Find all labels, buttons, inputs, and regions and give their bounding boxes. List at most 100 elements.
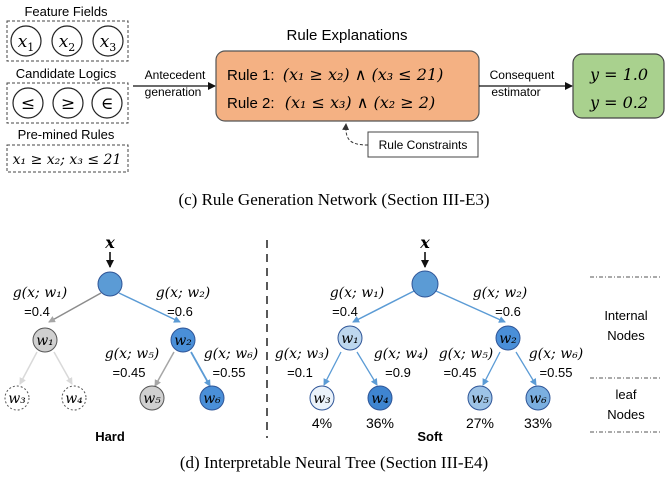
soft-node-w3: w₃ [309, 385, 335, 411]
svg-text:∈: ∈ [101, 94, 114, 114]
hard-edge-root-w2 [118, 292, 181, 323]
soft-gate-w4-value: =0.9 [385, 365, 411, 380]
soft-tree: x w₁ w₂ w₃ w₄ [275, 233, 584, 444]
soft-node-w6: w₆ [525, 385, 551, 411]
hard-node-w5: w₅ [139, 385, 165, 411]
logic-node-ge: ≥ [52, 87, 84, 119]
rule-explanations-title: Rule Explanations [287, 27, 408, 44]
hard-gate-w6-value: =0.55 [213, 365, 246, 380]
caption-c: (c) Rule Generation Network (Section III… [178, 190, 489, 209]
soft-leaf-prob-w5: 27% [466, 415, 494, 431]
soft-gate-w5-label: g(x; w₅) [439, 346, 494, 362]
pre-mined-rules-text: x₁ ≥ x₂; x₃ ≤ 21 [13, 152, 122, 168]
soft-gate-w5-value: =0.45 [444, 365, 477, 380]
soft-gate-w6-label: g(x; w₆) [529, 346, 584, 362]
hard-root-node [97, 271, 123, 297]
soft-node-w4: w₄ [367, 385, 393, 411]
hard-node-w1: w₁ [32, 327, 58, 353]
feature-node-x2: x2 [51, 25, 83, 57]
soft-gate-w3-label: g(x; w₃) [275, 346, 330, 362]
rule-constraints-box [367, 131, 479, 158]
svg-text:w₅: w₅ [143, 391, 161, 407]
soft-leaf-prob-w4: 36% [366, 415, 394, 431]
svg-text:w₃: w₃ [313, 391, 331, 407]
feature-fields-box [6, 20, 129, 62]
hard-edge-w2-w6 [190, 351, 211, 387]
soft-gate-w3-value: =0.1 [287, 365, 313, 380]
soft-gate-w2-label: g(x; w₂) [473, 285, 528, 301]
panel-c: Feature Fields x1 x2 x3 Candidate Logics… [6, 4, 665, 209]
soft-node-w1: w₁ [337, 325, 363, 351]
soft-node-w5: w₅ [467, 385, 493, 411]
hard-input-x: x [104, 233, 115, 252]
pre-mined-rules-title: Pre-mined Rules [18, 127, 115, 142]
panel-d: x w₁ w₂ w₃ w₄ [4, 233, 662, 472]
output-1: y = 1.0 [589, 65, 648, 84]
rule-2: Rule 2: (x₁ ≤ x₃) ∧ (x₂ ≥ 2) [227, 93, 435, 112]
hard-gate-w1-value: =0.4 [24, 304, 50, 319]
svg-text:w₆: w₆ [529, 391, 547, 407]
svg-text:w₁: w₁ [341, 331, 359, 347]
feature-node-x1: x1 [10, 25, 42, 57]
soft-root-node [411, 270, 439, 298]
logic-node-in: ∈ [91, 87, 123, 119]
soft-gate-w4-label: g(x; w₄) [374, 346, 429, 362]
svg-text:w₂: w₂ [499, 331, 517, 347]
svg-text:w₄: w₄ [371, 391, 389, 407]
soft-leaf-prob-w6: 33% [524, 415, 552, 431]
soft-edge-w1-w4 [356, 351, 378, 386]
hard-edge-w1-w3 [19, 351, 38, 385]
soft-edge-w2-w6 [515, 351, 537, 386]
hard-edge-root-w1 [48, 292, 102, 323]
hard-gate-w2-value: =0.6 [167, 304, 193, 319]
soft-edge-w2-w5 [482, 351, 501, 386]
hard-edge-w2-w5 [154, 351, 175, 387]
svg-text:w₄: w₄ [65, 391, 83, 407]
feature-node-x3: x3 [92, 25, 124, 57]
svg-text:w₂: w₂ [174, 333, 192, 349]
outputs-box [572, 53, 665, 119]
caption-d: (d) Interpretable Neural Tree (Section I… [180, 453, 488, 472]
antecedent-label-line2: generation [145, 85, 202, 99]
hard-tree: x w₁ w₂ w₃ w₄ [4, 233, 258, 444]
candidate-logics-box [6, 82, 129, 124]
logic-node-le: ≤ [12, 87, 44, 119]
soft-input-x: x [419, 233, 430, 252]
hard-gate-w5-value: =0.45 [113, 365, 146, 380]
soft-edge-w1-w3 [323, 351, 342, 386]
legend-internal-line2: Nodes [607, 328, 645, 343]
candidate-logics-title: Candidate Logics [16, 66, 117, 81]
node-type-legend: Internal Nodes leaf Nodes [590, 276, 662, 433]
hard-node-w2: w₂ [170, 327, 196, 353]
hard-edge-w1-w4 [53, 351, 73, 385]
soft-gate-w1-label: g(x; w₁) [330, 285, 385, 301]
svg-text:≥: ≥ [61, 94, 75, 114]
soft-node-w2: w₂ [495, 325, 521, 351]
rule-1: Rule 1: (x₁ ≥ x₂) ∧ (x₃ ≤ 21) [227, 65, 443, 84]
hard-gate-w5-label: g(x; w₅) [105, 346, 160, 362]
hard-node-w3: w₃ [4, 385, 30, 411]
feature-fields-title: Feature Fields [24, 4, 108, 19]
soft-gate-w6-value: =0.55 [540, 365, 573, 380]
soft-gate-w1-value: =0.4 [332, 304, 358, 319]
rule-constraints-label: Rule Constraints [379, 138, 468, 152]
soft-title: Soft [417, 429, 443, 444]
svg-text:w₃: w₃ [8, 391, 26, 407]
soft-leaf-prob-w3: 4% [312, 415, 332, 431]
consequent-label-line2: estimator [491, 85, 540, 99]
soft-gate-w2-value: =0.6 [495, 304, 521, 319]
hard-title: Hard [95, 429, 125, 444]
svg-text:w₆: w₆ [203, 391, 221, 407]
svg-text:w₁: w₁ [36, 333, 54, 349]
legend-internal-line1: Internal [604, 308, 647, 323]
rule-constraints-arrow [342, 123, 369, 146]
output-2: y = 0.2 [589, 93, 648, 112]
pre-mined-rules-box [6, 144, 129, 173]
hard-gate-w1-label: g(x; w₁) [13, 285, 68, 301]
svg-text:w₅: w₅ [471, 391, 489, 407]
hard-node-w6: w₆ [199, 385, 225, 411]
hard-node-w4: w₄ [61, 385, 87, 411]
legend-leaf-line2: Nodes [607, 407, 645, 422]
hard-gate-w2-label: g(x; w₂) [156, 285, 211, 301]
